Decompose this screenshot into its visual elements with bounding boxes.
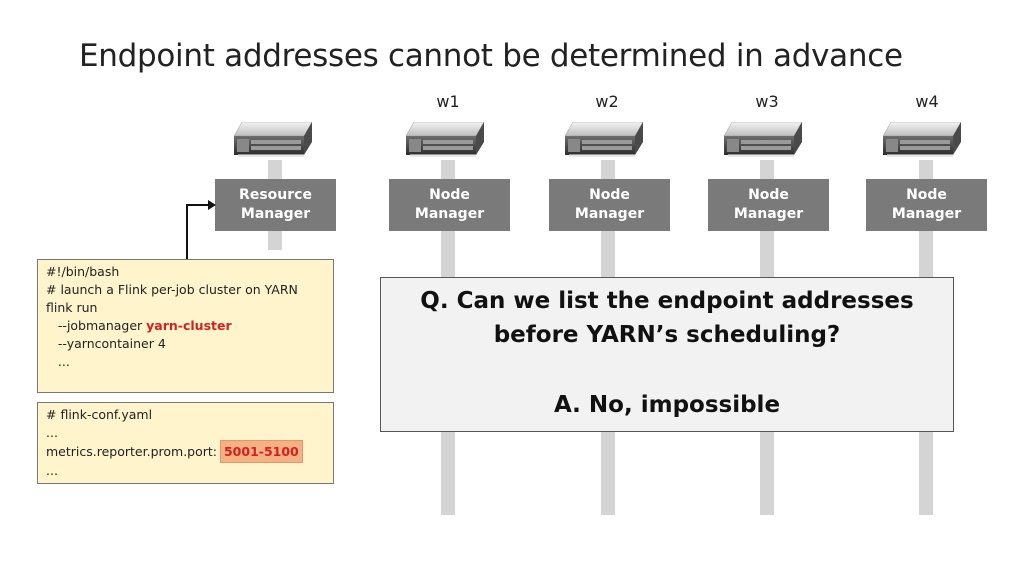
script-line: flink run xyxy=(46,300,98,315)
script-line: ... xyxy=(46,354,70,369)
server-icon xyxy=(722,122,804,158)
jobmanager-flag: --jobmanager xyxy=(46,318,147,333)
question-line-1: Q. Can we list the endpoint addresses xyxy=(420,288,914,314)
slide-title: Endpoint addresses cannot be determined … xyxy=(79,38,903,74)
worker-label-w3: w3 xyxy=(755,92,779,111)
script-line: --yarncontainer 4 xyxy=(46,336,166,351)
server-icon xyxy=(404,122,486,158)
config-line: ... xyxy=(46,425,58,440)
config-line: # flink-conf.yaml xyxy=(46,407,153,422)
question-line-2: before YARN’s scheduling? xyxy=(493,322,841,348)
resource-manager-box: Resource Manager xyxy=(215,179,336,231)
port-key: metrics.reporter.prom.port: xyxy=(46,444,221,459)
script-line: # launch a Flink per-job cluster on YARN xyxy=(46,282,298,297)
port-range-highlight: 5001-5100 xyxy=(219,440,303,463)
worker-label-w2: w2 xyxy=(595,92,619,111)
server-icon xyxy=(881,122,963,158)
node-manager-box-w4: Node Manager xyxy=(866,179,987,231)
node-manager-box-w2: Node Manager xyxy=(549,179,670,231)
server-icon xyxy=(232,122,314,158)
script-line: #!/bin/bash xyxy=(46,264,120,279)
worker-label-w1: w1 xyxy=(436,92,460,111)
script-line-jobmanager: --jobmanager yarn-cluster xyxy=(46,317,325,335)
submit-arrow xyxy=(186,200,216,260)
answer-line: A. No, impossible xyxy=(553,392,781,418)
node-manager-box-w3: Node Manager xyxy=(708,179,829,231)
qa-box: Q. Can we list the endpoint addresses be… xyxy=(380,277,954,432)
node-manager-box-w1: Node Manager xyxy=(389,179,510,231)
server-icon xyxy=(563,122,645,158)
config-line-port: metrics.reporter.prom.port: 5001-5100 xyxy=(46,440,325,463)
flink-conf-note: # flink-conf.yaml ... metrics.reporter.p… xyxy=(37,402,334,484)
config-line: ... xyxy=(46,463,58,478)
jobmanager-value: yarn-cluster xyxy=(146,318,232,333)
launch-script-note: #!/bin/bash # launch a Flink per-job clu… xyxy=(37,259,334,393)
worker-label-w4: w4 xyxy=(915,92,939,111)
